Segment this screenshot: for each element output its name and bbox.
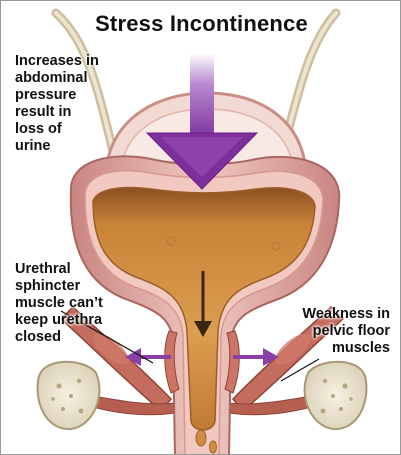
label-line: sphincter <box>15 278 103 295</box>
label-line: urine <box>15 138 99 155</box>
diagram-title: Stress Incontinence <box>1 11 401 37</box>
label-line: closed <box>15 329 103 346</box>
label-line: muscles <box>302 340 390 357</box>
label-line: result in <box>15 104 99 121</box>
label-line: Increases in <box>15 53 99 70</box>
urine-drip <box>196 430 206 446</box>
label-line: Weakness in <box>302 306 390 323</box>
pelvic-floor-label: Weakness in pelvic floor muscles <box>302 306 390 357</box>
label-line: pressure <box>15 87 99 104</box>
label-line: muscle can’t <box>15 295 103 312</box>
label-line: Urethral <box>15 261 103 278</box>
abdominal-pressure-label: Increases in abdominal pressure result i… <box>15 53 99 155</box>
label-line: keep urethra <box>15 312 103 329</box>
label-line: abdominal <box>15 70 99 87</box>
label-line: loss of <box>15 121 99 138</box>
label-line: pelvic floor <box>302 323 390 340</box>
urethral-sphincter-label: Urethral sphincter muscle can’t keep ure… <box>15 261 103 346</box>
